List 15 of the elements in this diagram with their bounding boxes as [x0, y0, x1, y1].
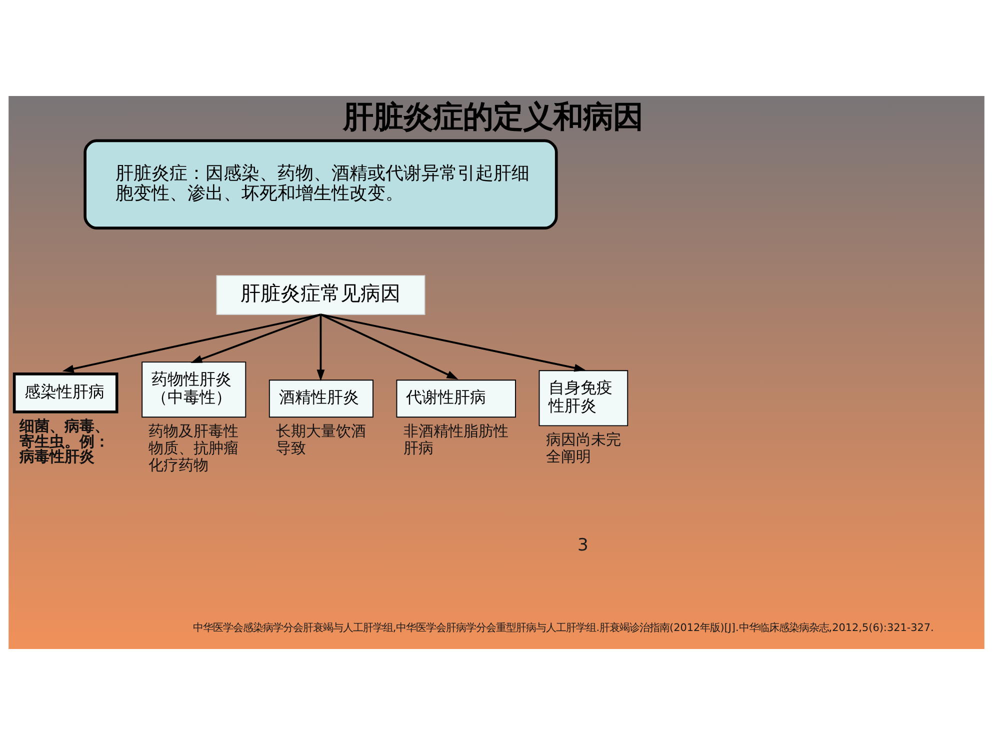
node-label: 药物及肝毒性物质、抗肿瘤化疗药物	[148, 422, 239, 474]
arrow	[316, 314, 325, 382]
label: 3	[578, 536, 588, 556]
node-label: 非酒精性脂肪性肝病	[403, 422, 508, 458]
arrow	[62, 314, 321, 373]
arrow	[320, 314, 458, 380]
arrow	[190, 314, 322, 364]
node-box: 肝脏炎症常见病因	[216, 275, 426, 316]
node-label: 病因尚未完全阐明	[546, 430, 621, 466]
diagram-title: 肝脏炎症的定义和病因	[343, 100, 644, 135]
node-box: 肝脏炎症：因感染、药物、酒精或代谢异常引起肝细胞变性、渗出、坏死和增生性改变。	[84, 139, 558, 230]
node-label: 细菌、病毒、寄生虫。例：病毒性肝炎	[20, 417, 110, 466]
label: 中华医学会感染病学分会肝衰竭与人工肝学组,中华医学会肝病学分会重型肝病与人工肝学组.肝衰竭诊治指南(2012年版)[J].中华临床感染病杂志,2012,5(6):321-327.	[192, 622, 934, 634]
node-label: 长期大量饮酒导致	[276, 422, 366, 458]
arrow	[320, 314, 586, 372]
